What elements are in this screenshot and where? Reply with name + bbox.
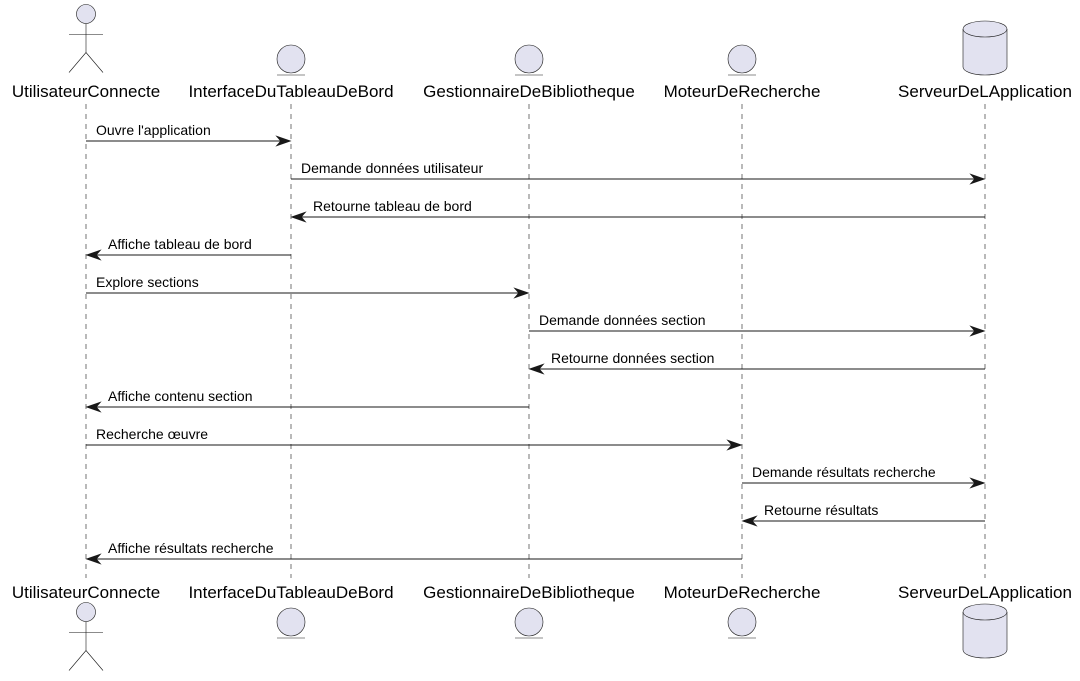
database-icon: [962, 20, 1008, 76]
message-4: Affiche tableau de bord: [85, 236, 291, 261]
entity-icon: [727, 44, 757, 74]
participant-head-top-ui: [276, 44, 306, 76]
message-arrowhead: [275, 135, 292, 147]
entity-icon: [276, 44, 306, 74]
entity-icon: [514, 44, 544, 74]
message-label: Retourne résultats: [764, 502, 878, 518]
participant-name-top: MoteurDeRecherche: [664, 82, 821, 101]
participant-head-bottom-lib: [514, 607, 544, 639]
message-arrowhead: [969, 477, 986, 489]
message-arrowhead: [726, 439, 743, 451]
actor-leg-right: [85, 650, 104, 671]
message-5: Explore sections: [86, 274, 530, 299]
participant-head-top-lib: [514, 44, 544, 76]
participant-head-bottom-ui: [276, 607, 306, 639]
participant-name-top: UtilisateurConnecte: [12, 82, 160, 101]
message-arrowhead: [85, 553, 102, 565]
message-label: Retourne données section: [551, 350, 714, 366]
message-label: Affiche tableau de bord: [108, 236, 252, 252]
participant-name-top: InterfaceDuTableauDeBord: [188, 82, 393, 101]
participant-head-top-search: [727, 44, 757, 76]
message-label: Affiche contenu section: [108, 388, 253, 404]
participant-name-bottom: InterfaceDuTableauDeBord: [188, 583, 393, 602]
message-arrowhead: [513, 287, 530, 299]
participant-name-bottom: UtilisateurConnecte: [12, 583, 160, 602]
message-7: Retourne données section: [528, 350, 985, 375]
entity-icon: [514, 607, 544, 637]
message-arrowhead: [528, 363, 545, 375]
message-8: Affiche contenu section: [85, 388, 529, 413]
participant-name-bottom: MoteurDeRecherche: [664, 583, 821, 602]
message-arrowhead: [290, 211, 307, 223]
database-rim: [962, 611, 1008, 621]
participant-name-top: GestionnaireDeBibliotheque: [423, 82, 635, 101]
participant-head-top-user: [68, 4, 104, 73]
message-label: Affiche résultats recherche: [108, 540, 274, 556]
message-6: Demande données section: [529, 312, 986, 337]
message-arrowhead: [969, 325, 986, 337]
message-arrowhead: [85, 401, 102, 413]
participant-head-top-server: [962, 20, 1008, 76]
entity-icon: [276, 607, 306, 637]
participant-name-bottom: GestionnaireDeBibliotheque: [423, 583, 635, 602]
message-2: Demande données utilisateur: [291, 160, 986, 185]
actor-head: [76, 602, 96, 622]
participant-head-bottom-user: [68, 602, 104, 671]
message-label: Recherche œuvre: [96, 426, 208, 442]
participant-head-bottom-search: [727, 607, 757, 639]
message-label: Demande résultats recherche: [752, 464, 936, 480]
message-label: Demande données utilisateur: [301, 160, 483, 176]
participant-name-bottom: ServeurDeLApplication: [898, 583, 1072, 602]
actor-leg-left: [68, 650, 87, 671]
message-arrowhead: [969, 173, 986, 185]
database-rim: [962, 28, 1008, 38]
actor-head: [76, 4, 96, 24]
actor-leg-left: [68, 52, 87, 73]
participant-head-bottom-server: [962, 603, 1008, 659]
message-arrowhead: [85, 249, 102, 261]
message-1: Ouvre l'application: [86, 122, 292, 147]
actor-leg-right: [85, 52, 104, 73]
database-icon: [962, 603, 1008, 659]
message-label: Ouvre l'application: [96, 122, 211, 138]
participant-names: UtilisateurConnecteUtilisateurConnecteIn…: [12, 82, 1072, 602]
participant-heads: [68, 4, 1008, 671]
message-arrowhead: [741, 515, 758, 527]
message-3: Retourne tableau de bord: [290, 198, 985, 223]
entity-icon: [727, 607, 757, 637]
message-label: Explore sections: [96, 274, 199, 290]
message-label: Retourne tableau de bord: [313, 198, 472, 214]
message-11: Retourne résultats: [741, 502, 985, 527]
participant-name-top: ServeurDeLApplication: [898, 82, 1072, 101]
message-12: Affiche résultats recherche: [85, 540, 742, 565]
message-9: Recherche œuvre: [86, 426, 743, 451]
message-10: Demande résultats recherche: [742, 464, 986, 489]
message-label: Demande données section: [539, 312, 706, 328]
